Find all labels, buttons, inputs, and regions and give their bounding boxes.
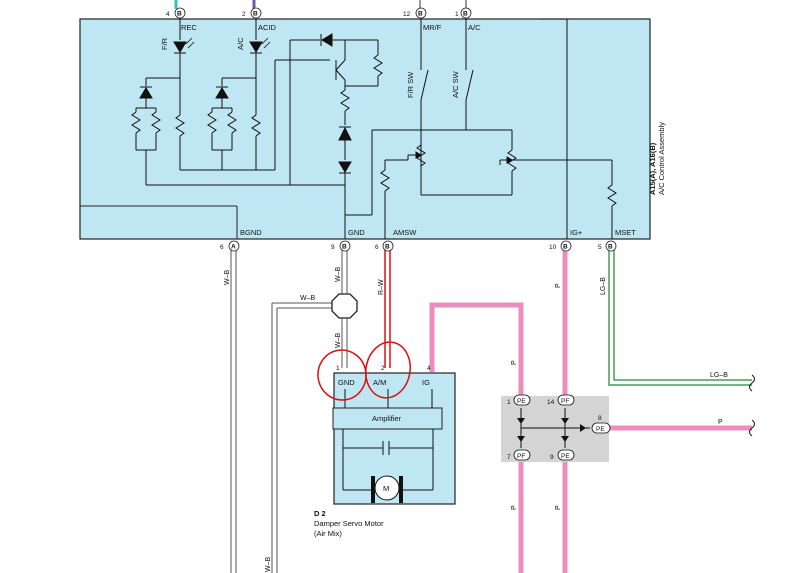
bottom-connector-mset: 5 B (598, 240, 617, 252)
motor-pin-num-gnd: 1 (336, 365, 340, 372)
wire-label-junction: W–B (300, 295, 316, 302)
switch-label-ac: A/C SW (451, 70, 460, 98)
motor-pin-name-ig: IG (422, 378, 430, 387)
motor-symbol: M (383, 484, 389, 493)
led-label-ac: A/C (236, 37, 245, 50)
wire-gnd (271, 250, 348, 573)
pin-number: 2 (242, 11, 246, 18)
motor-pin-name-gnd: GND (338, 378, 355, 387)
jb-conn-1-pe: 1 PE (507, 394, 531, 406)
bottom-connector-amsw: 6 B (375, 240, 394, 252)
ecu-title-line2: A/C Control Assembly (657, 122, 666, 195)
pin-number: 1 (455, 11, 459, 18)
jb-conn-14-pf: 14 PF (547, 394, 575, 406)
motor-pin-num-am: 2 (381, 365, 385, 372)
motor-name-line1: Damper Servo Motor (314, 519, 384, 528)
led-label: A/C (236, 37, 245, 50)
pin-connector: B (418, 11, 423, 18)
jb-conn-9-pe: 9 PE (550, 449, 575, 461)
amplifier-label: Amplifier (372, 414, 402, 423)
wire-label-gnd-motor: W–B (335, 333, 342, 349)
wire-mset (608, 250, 752, 386)
led-label-fr: F/R (160, 37, 169, 50)
wire-label-mset: LG–B (600, 277, 607, 295)
bottom-pin-name-amsw: AMSW (393, 228, 417, 237)
bottom-connector-bgnd: 6 A (220, 240, 240, 252)
pin-number: 12 (403, 11, 411, 18)
pin-number: 10 (549, 244, 557, 251)
annotation-circle-am (365, 341, 411, 399)
led-label: F/R (160, 37, 169, 50)
wire-label-bgnd: W–B (224, 270, 231, 286)
amplifier-box (332, 407, 443, 430)
pin-connector: B (342, 244, 347, 251)
bottom-connector-gnd: 9 B (331, 240, 351, 252)
pin-connector: B (385, 244, 390, 251)
ground-junction (331, 293, 358, 319)
jb-conn-code: PE (561, 453, 570, 460)
wire-label-amsw: R–W (378, 279, 385, 295)
wire-label-pe9-down: P (555, 505, 562, 510)
pin-name: REC (181, 23, 197, 32)
jb-conn-num: 8 (598, 415, 602, 422)
bottom-connector-ig: 10 B (549, 240, 572, 252)
pin-connector: B (253, 11, 258, 18)
switch-label: A/C SW (451, 70, 460, 98)
bottom-pin-name-ig: IG+ (570, 228, 583, 237)
wire-label-ig: P (555, 283, 562, 288)
bottom-pin-name-mset: MSET (615, 228, 636, 237)
jb-conn-code: PF (561, 398, 569, 405)
wire-label-pe8-out: P (718, 419, 723, 426)
pin-connector: B (608, 244, 613, 251)
pin-connector: B (177, 11, 182, 18)
pin-connector: B (463, 11, 468, 18)
pin-number: 6 (375, 244, 379, 251)
switch-label: F/R SW (406, 71, 415, 98)
bottom-pin-name-gnd: GND (348, 228, 365, 237)
motor-icon: M (371, 475, 403, 503)
pin-name: ACID (258, 23, 277, 32)
jb-conn-code: PE (596, 426, 605, 433)
wire-amsw (384, 250, 391, 368)
ecu-internal-circuit (131, 18, 617, 239)
top-pin-mrf: 12 B MR/F (403, 7, 442, 32)
top-pin-rec: 4 B REC (166, 7, 197, 32)
jb-conn-num: 1 (507, 399, 511, 406)
wire-label-motor-ig: P (511, 360, 518, 365)
motor-pin-num-ig: 4 (427, 365, 431, 372)
pin-name: A/C (468, 23, 481, 32)
pin-connector: A (231, 244, 236, 251)
top-pin-ac: 1 B A/C (455, 7, 481, 32)
wire-label-gnd: W–B (335, 267, 342, 283)
wire-label-lgb-out: LG–B (710, 372, 728, 379)
wire-bgnd (230, 250, 237, 573)
pin-connector: B (563, 244, 568, 251)
jb-conn-7-pf: 7 PF (507, 449, 531, 461)
ecu-box (79, 18, 651, 240)
motor-pin-name-am: A/M (373, 378, 386, 387)
jb-conn-8-pe: 8 PE (591, 415, 611, 434)
ecu-title-line1: A15(A), A16(B) (648, 142, 657, 195)
pin-number: 6 (220, 244, 224, 251)
motor-code: D 2 (314, 509, 326, 518)
switch-label-fr: F/R SW (406, 71, 415, 98)
ecu-title: A15(A), A16(B) A/C Control Assembly (648, 122, 666, 195)
jb-conn-code: PF (517, 453, 525, 460)
jb-conn-num: 7 (507, 454, 511, 461)
pin-number: 9 (331, 244, 335, 251)
top-pin-acid: 2 B ACID (242, 7, 277, 32)
pin-number: 4 (166, 11, 170, 18)
jb-conn-code: PE (517, 398, 526, 405)
pin-name: MR/F (423, 23, 442, 32)
jb-conn-num: 9 (550, 454, 554, 461)
wire-label-pf7-down: P (511, 505, 518, 510)
jb-conn-num: 14 (547, 399, 555, 406)
pin-number: 5 (598, 244, 602, 251)
bottom-pin-name-bgnd: BGND (240, 228, 262, 237)
wire-label-bottom-wb: W–B (265, 557, 272, 573)
motor-name-line2: (Air Mix) (314, 529, 342, 538)
